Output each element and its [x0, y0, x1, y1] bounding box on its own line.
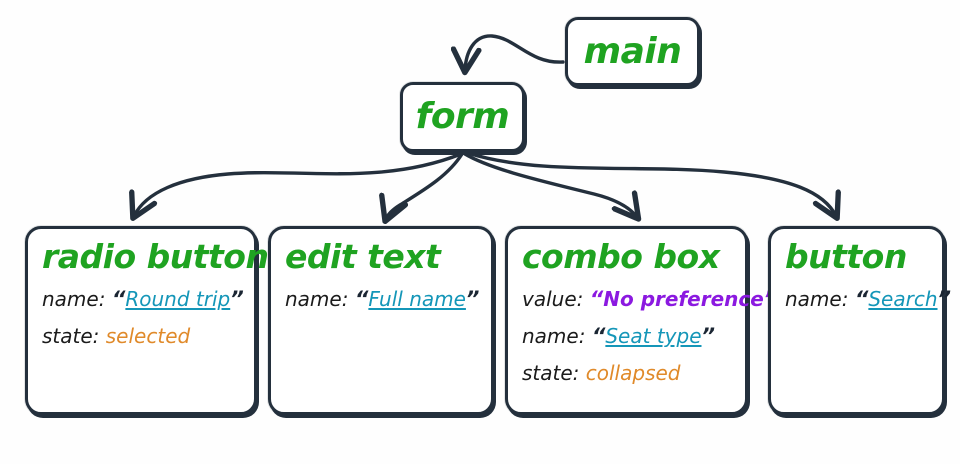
property-value: No preference [603, 287, 764, 311]
property-row-state: state: collapsed [522, 355, 731, 392]
property-key: name: [522, 324, 586, 348]
node-combo-box[interactable]: combo box value: “No preference” name: “… [505, 226, 777, 415]
property-list: name: “Round trip” state: selected [42, 281, 244, 355]
property-value: Full name [368, 287, 466, 311]
property-key: name: [785, 287, 849, 311]
edge-form-to-edit-text [386, 152, 464, 219]
property-value: collapsed [585, 361, 681, 385]
quote-open: “ [111, 287, 126, 311]
node-form-title: form [415, 96, 510, 137]
property-key: value: [522, 287, 584, 311]
property-row-value: value: “No preference” [522, 281, 777, 318]
node-radio-button[interactable]: radio button name: “Round trip” state: s… [25, 226, 269, 415]
property-list: name: “Search” [785, 281, 951, 318]
property-key: state: [42, 324, 100, 348]
property-row-name: name: “Seat type” [522, 318, 731, 355]
edge-form-to-radio-button [134, 152, 463, 216]
property-value: Round trip [125, 287, 231, 311]
node-button-title: button [785, 237, 907, 276]
node-combo-box-title: combo box [522, 237, 720, 276]
node-button[interactable]: button name: “Search” [768, 226, 951, 415]
node-edit-text-title: edit text [285, 237, 441, 276]
node-main-title: main [583, 30, 682, 72]
quote-close: ” [230, 287, 244, 311]
property-key: name: [42, 287, 106, 311]
property-row-name: name: “Full name” [285, 281, 480, 318]
edge-form-to-button [466, 151, 836, 216]
property-row-name: name: “Search” [785, 281, 951, 318]
node-form[interactable]: form [400, 82, 525, 152]
property-value: Search [868, 287, 938, 311]
property-list: name: “Full name” [285, 281, 480, 318]
property-value: Seat type [605, 324, 702, 348]
property-row-state: state: selected [42, 318, 240, 355]
quote-open: “ [589, 287, 604, 311]
node-main[interactable]: main [565, 17, 700, 86]
quote-open: “ [854, 287, 869, 311]
property-key: name: [285, 287, 349, 311]
property-key: state: [522, 361, 580, 385]
node-radio-button-title: radio button [42, 237, 269, 276]
quote-close: ” [465, 287, 480, 311]
quote-open: “ [591, 324, 606, 348]
property-value: selected [105, 324, 191, 348]
edge-form-to-combo-box [463, 152, 637, 217]
quote-close: ” [937, 287, 952, 311]
quote-open: “ [354, 287, 369, 311]
edge-main-to-form [465, 34, 565, 70]
node-edit-text[interactable]: edit text name: “Full name” [268, 226, 494, 415]
property-list: value: “No preference” name: “Seat type”… [522, 281, 777, 392]
property-row-name: name: “Round trip” [42, 281, 244, 318]
quote-close: ” [701, 324, 716, 348]
